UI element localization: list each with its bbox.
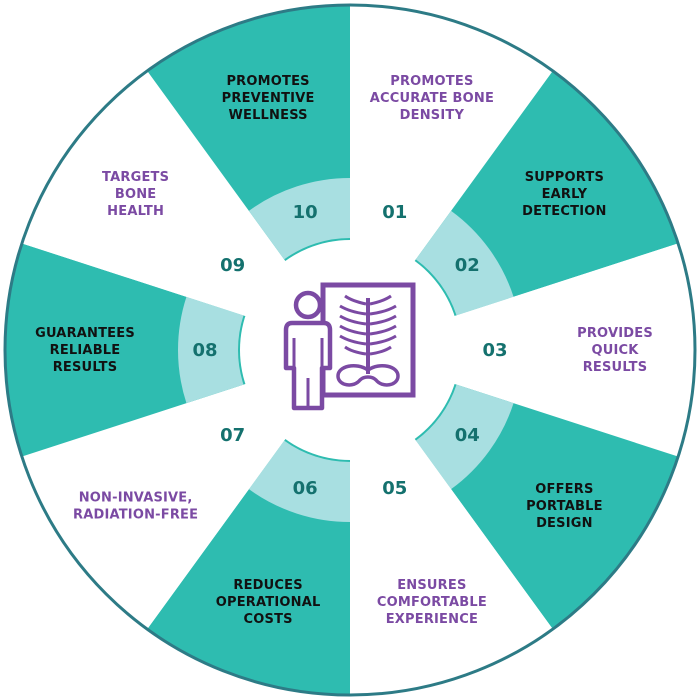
segment-04-number: 04 [455, 425, 480, 446]
segment-06-label: REDUCES OPERATIONAL COSTS [216, 578, 321, 627]
person-xray-icon [283, 282, 416, 411]
text-layer: 01 PROMOTES ACCURATE BONE DENSITY 02 SUPPORTS… [35, 74, 653, 627]
segment-04-label-line: PORTABLE [526, 499, 603, 514]
segment-01-label-line: PROMOTES [390, 74, 473, 89]
segment-07-number: 07 [220, 425, 245, 446]
segment-08-label: GUARANTEES RELIABLE RESULTS [35, 326, 135, 375]
segment-08-label-line: RESULTS [53, 360, 118, 375]
segment-05-label-line: COMFORTABLE [377, 595, 487, 610]
segment-03-wedge [350, 243, 696, 457]
segment-03-label: PROVIDES QUICK RESULTS [577, 326, 653, 375]
segment-01-number: 01 [382, 202, 407, 223]
segment-05-label-line: EXPERIENCE [386, 612, 478, 627]
segment-02-label: SUPPORTS EARLY DETECTION [522, 170, 606, 219]
segment-04-label-line: OFFERS [535, 482, 593, 497]
outer-ring [3, 3, 697, 697]
segment-10-label-line: PROMOTES [226, 74, 309, 89]
segment-01-label-line: DENSITY [400, 108, 465, 123]
segment-06-number: 06 [293, 478, 318, 499]
segment-04-label-line: DESIGN [536, 516, 593, 531]
segment-08-number: 08 [192, 340, 217, 361]
segment-03-number: 03 [482, 340, 507, 361]
segment-10-label: PROMOTES PREVENTIVE WELLNESS [222, 74, 315, 123]
segment-10-number-band [248, 178, 350, 260]
segment-01-label-line: ACCURATE BONE [370, 91, 494, 106]
segment-10-label-line: WELLNESS [228, 108, 307, 123]
segment-08-label-line: GUARANTEES [35, 326, 135, 341]
segments-layer [5, 5, 696, 695]
segment-09-label: TARGETS BONE HEALTH [102, 170, 169, 219]
segment-06-label-line: COSTS [244, 612, 293, 627]
segment-02-number: 02 [455, 255, 480, 276]
segment-08-wedge [5, 243, 350, 457]
segment-05-label-line: ENSURES [397, 578, 466, 593]
segment-02-label-line: SUPPORTS [525, 170, 604, 185]
segment-10-label-line: PREVENTIVE [222, 91, 315, 106]
segment-04-label: OFFERS PORTABLE DESIGN [526, 482, 603, 531]
segment-03-label-line: PROVIDES [577, 326, 653, 341]
segment-02-number-band [415, 210, 514, 316]
segment-07-label-line: RADIATION-FREE [73, 507, 198, 522]
segment-03-label-line: RESULTS [583, 360, 648, 375]
segment-06-label-line: REDUCES [233, 578, 302, 593]
segment-09-label-line: HEALTH [107, 204, 164, 219]
segment-10-number: 10 [293, 202, 318, 223]
segment-01-label: PROMOTES ACCURATE BONE DENSITY [370, 74, 494, 123]
segment-09-label-line: TARGETS [102, 170, 169, 185]
segment-08-number-band [178, 296, 244, 404]
segment-09-label-line: BONE [115, 187, 157, 202]
segment-05-number: 05 [382, 478, 407, 499]
segment-09-number: 09 [220, 255, 245, 276]
segment-07-label-line: NON-INVASIVE, [79, 490, 193, 505]
segment-02-label-line: DETECTION [522, 204, 606, 219]
segment-06-label-line: OPERATIONAL [216, 595, 321, 610]
segment-05-label: ENSURES COMFORTABLE EXPERIENCE [377, 578, 487, 627]
segment-06-number-band [248, 440, 350, 522]
segment-03-label-line: QUICK [591, 343, 639, 358]
segment-04-number-band [415, 384, 514, 490]
segment-02-label-line: EARLY [542, 187, 588, 202]
segment-08-label-line: RELIABLE [50, 343, 121, 358]
segment-07-label: NON-INVASIVE, RADIATION-FREE [73, 490, 198, 522]
